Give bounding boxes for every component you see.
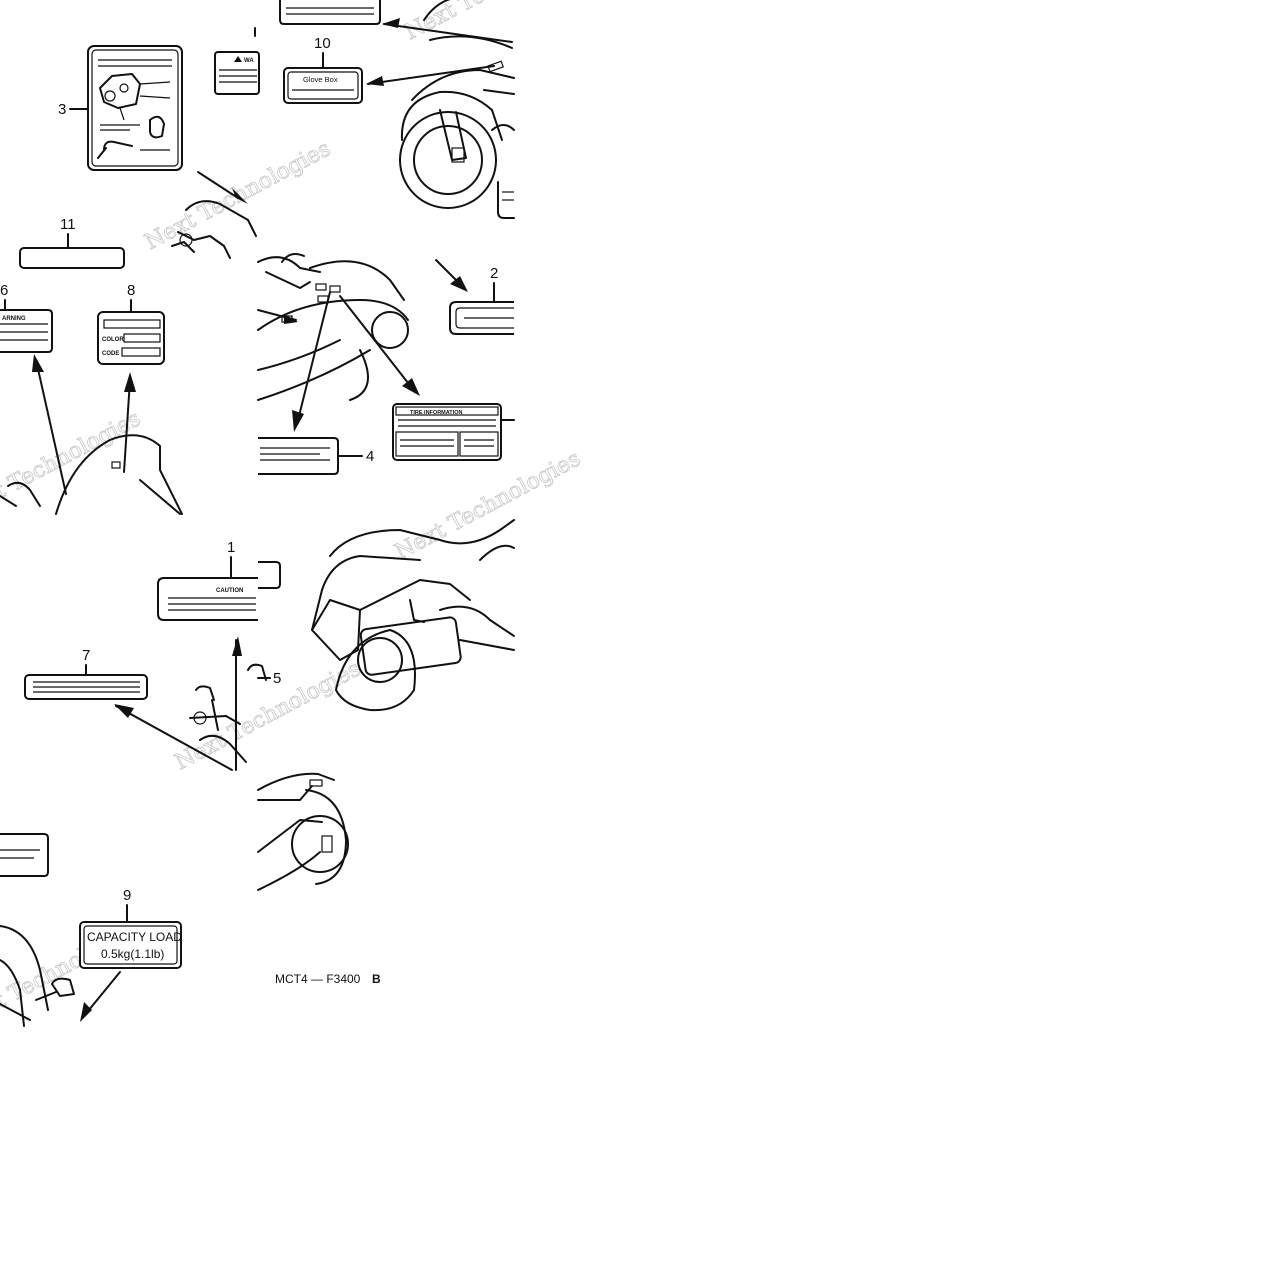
watermark-text: Next Technologies	[401, 0, 595, 45]
label-10-glove-box: Glove Box	[283, 67, 363, 104]
tire-information-text: TIRE INFORMATION	[410, 410, 462, 416]
label-partial-frame	[0, 833, 49, 877]
glove-box-text: Glove Box	[303, 75, 338, 84]
code-text: CODE	[102, 351, 119, 357]
motorcycle-side-sketch	[399, 0, 515, 219]
figure-code: MCT4 — F3400 B	[275, 972, 381, 986]
label-tire-information: TIRE INFORMATION	[392, 403, 502, 461]
motorcycle-rear-sketch	[311, 519, 515, 712]
arrow-head	[382, 18, 400, 28]
figure-code-suffix: B	[372, 972, 381, 986]
arrow-head	[402, 378, 420, 396]
callout-number: 11	[60, 216, 76, 233]
capacity-load-title: CAPACITY LOAD	[87, 930, 182, 944]
callout-number: 5	[273, 670, 281, 687]
motorcycle-handlebar-sketch	[189, 636, 267, 771]
arrow-head	[114, 704, 134, 718]
label-partial-frame	[258, 561, 281, 589]
callout-number: 1	[227, 539, 235, 556]
watermark-text: Next Technologies	[391, 446, 585, 565]
caution-text: CAUTION	[216, 588, 243, 594]
callout-number: 6	[0, 282, 8, 299]
motorcycle-center-sketch	[257, 253, 409, 401]
top-label-frame	[279, 0, 381, 25]
arrow-head	[366, 76, 384, 86]
arrow-head	[450, 276, 468, 292]
watermark-text: Next Technologies	[171, 656, 365, 775]
callout-number: 10	[314, 35, 331, 52]
label-7	[24, 674, 148, 700]
callout-number: 9	[123, 887, 131, 904]
motorcycle-seat-sketch	[0, 434, 183, 515]
arrow-head	[32, 354, 44, 372]
watermark-text: Next Technologies	[0, 406, 145, 525]
label-1-caution: CAUTION	[157, 577, 258, 621]
label-3-parts-diagram	[87, 45, 183, 171]
callout-number: 3	[58, 101, 66, 118]
callout-number: 8	[127, 282, 135, 299]
color-text: COLOR	[102, 337, 124, 343]
label-8-color-code: COLOR CODE	[97, 311, 165, 365]
warning-label-text: WA	[244, 58, 254, 64]
motorcycle-front-lower-sketch	[0, 925, 75, 1027]
callout-number: 7	[82, 647, 90, 664]
figure-code-text: MCT4 — F3400	[275, 972, 361, 986]
label-11	[19, 247, 125, 269]
warning-text: ARNING	[2, 316, 26, 322]
arrow-head	[292, 410, 304, 432]
label-9-capacity-load: CAPACITY LOAD 0.5kg(1.1lb)	[79, 921, 182, 969]
arrow-head	[80, 1002, 92, 1022]
capacity-load-value: 0.5kg(1.1lb)	[101, 947, 164, 961]
label-6-warning: ARNING	[0, 309, 53, 353]
motorcycle-rear-lower-sketch	[257, 772, 349, 891]
warning-label-partial: WA	[214, 51, 260, 95]
arrow-head	[124, 372, 136, 392]
motorcycle-front-sketch	[171, 171, 257, 259]
label-2	[449, 301, 514, 335]
callout-number: 4	[366, 448, 374, 465]
label-4	[258, 437, 339, 475]
callout-number: 2	[490, 265, 498, 282]
